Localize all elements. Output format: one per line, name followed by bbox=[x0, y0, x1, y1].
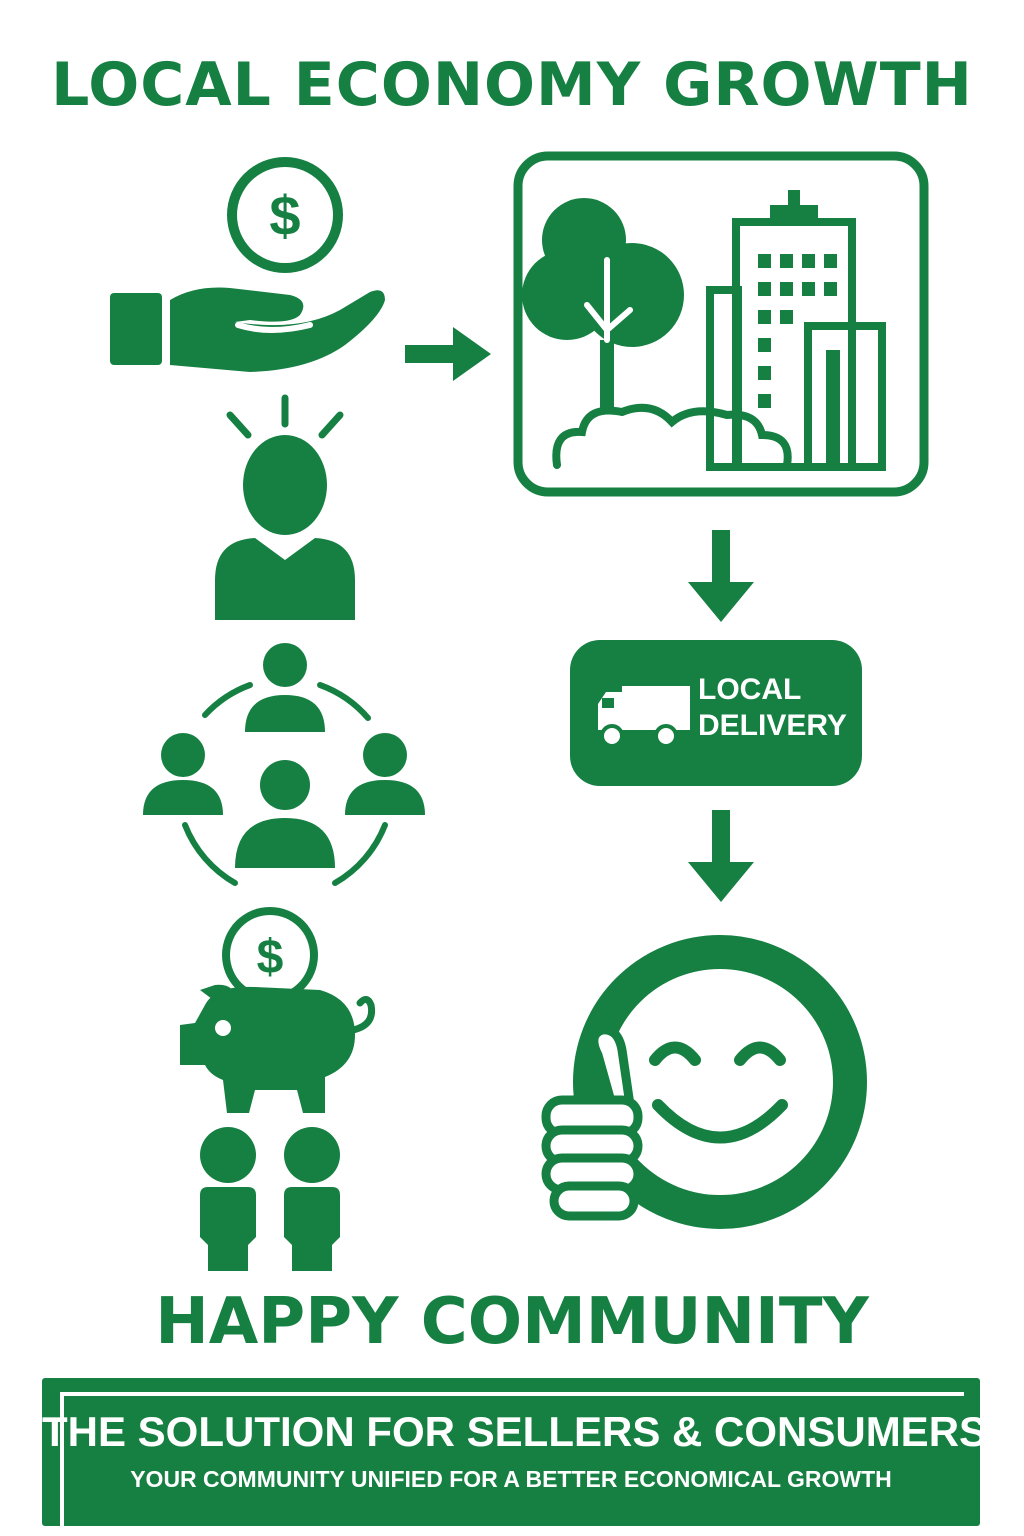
solution-banner: THE SOLUTION FOR SELLERS & CONSUMERS YOU… bbox=[42, 1378, 988, 1530]
money-hand-icon: $ bbox=[110, 157, 385, 372]
banner-frame bbox=[60, 1392, 964, 1530]
footer-title: HAPPY COMMUNITY bbox=[155, 1285, 869, 1359]
arrow-down-icon bbox=[688, 530, 754, 622]
idea-person-icon bbox=[215, 394, 355, 620]
banner-headline: THE SOLUTION FOR SELLERS & CONSUMERS bbox=[42, 1408, 988, 1455]
city-nature-icon bbox=[513, 151, 929, 497]
two-people-icon bbox=[200, 1127, 340, 1271]
thumbs-up-icon bbox=[541, 1025, 643, 1221]
piggy-bank-icon: $ bbox=[180, 907, 376, 1113]
arrow-right-icon bbox=[405, 327, 491, 381]
arrow-down-icon bbox=[688, 810, 754, 902]
page-title: LOCAL ECONOMY GROWTH bbox=[51, 50, 973, 120]
svg-text:$: $ bbox=[257, 931, 284, 984]
coin-icon: $ bbox=[227, 157, 343, 273]
happy-thumbs-up-icon bbox=[541, 935, 867, 1229]
coin-icon: $ bbox=[222, 907, 318, 1003]
delivery-label-line1: LOCAL bbox=[698, 673, 802, 706]
local-delivery-badge: LOCAL DELIVERY bbox=[570, 640, 862, 786]
community-network-icon bbox=[143, 643, 425, 886]
delivery-label-line2: DELIVERY bbox=[698, 709, 847, 742]
svg-text:$: $ bbox=[269, 184, 300, 247]
truck-icon bbox=[598, 686, 690, 748]
banner-subline: YOUR COMMUNITY UNIFIED FOR A BETTER ECON… bbox=[130, 1466, 892, 1492]
